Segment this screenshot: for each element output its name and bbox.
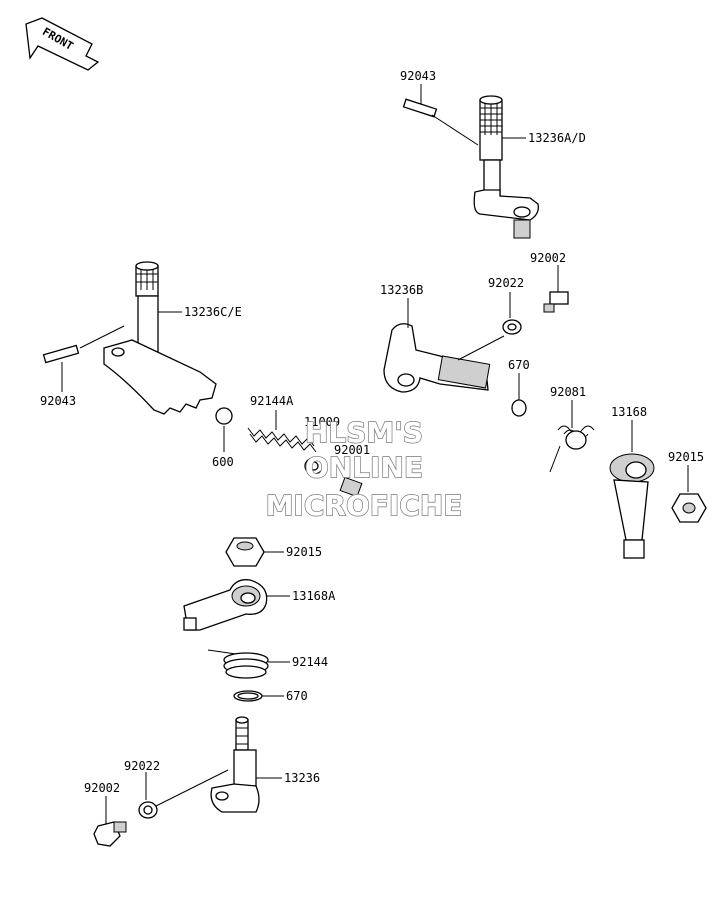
label-13236CE: 13236C/E	[184, 305, 242, 319]
label-600: 600	[212, 455, 234, 469]
label-92015-right: 92015	[668, 450, 704, 464]
label-92144A: 92144A	[250, 394, 294, 408]
part-13236-shaft[interactable]	[210, 716, 260, 813]
label-13168A: 13168A	[292, 589, 336, 603]
part-92015-nut-mid[interactable]	[225, 537, 265, 567]
label-13236AD: 13236A/D	[528, 131, 586, 145]
part-92144-spring[interactable]	[207, 649, 269, 679]
part-92002-bolt-bottom[interactable]	[93, 821, 127, 847]
part-670-oring-top[interactable]	[511, 399, 527, 417]
part-92043-pin-top[interactable]	[402, 98, 438, 118]
label-11009: 11009	[304, 415, 340, 429]
label-670-top: 670	[508, 358, 530, 372]
part-600-ball[interactable]	[215, 407, 233, 425]
label-13236: 13236	[284, 771, 320, 785]
label-92144: 92144	[292, 655, 328, 669]
part-13168-arm[interactable]	[609, 453, 655, 559]
part-92144A-spring[interactable]	[247, 427, 317, 453]
label-92081: 92081	[550, 385, 586, 399]
part-92001-bolt[interactable]	[339, 476, 363, 498]
label-92043-left: 92043	[40, 394, 76, 408]
label-92001: 92001	[334, 443, 370, 457]
part-13168A-arm[interactable]	[183, 579, 268, 631]
part-13236AD-shaft[interactable]	[473, 95, 539, 239]
part-92043-pin-left[interactable]	[42, 344, 80, 364]
label-670-bottom: 670	[286, 689, 308, 703]
label-92022-bottom: 92022	[124, 759, 160, 773]
front-arrow-icon: FRONT	[25, 17, 100, 71]
part-11009-gasket[interactable]	[304, 457, 324, 475]
part-92081-spring[interactable]	[549, 425, 595, 473]
label-13168: 13168	[611, 405, 647, 419]
watermark-line-2: ONLINE	[305, 451, 423, 484]
label-92002-bottom: 92002	[84, 781, 120, 795]
label-13236B: 13236B	[380, 283, 423, 297]
label-92015-mid: 92015	[286, 545, 322, 559]
label-92002-top: 92002	[530, 251, 566, 265]
part-13236B-arm[interactable]	[383, 323, 491, 393]
part-670-oring-bottom[interactable]	[233, 690, 263, 702]
part-92015-nut-right[interactable]	[671, 493, 707, 523]
watermark-line-3: MICROFICHE	[266, 489, 463, 522]
label-92022-top: 92022	[488, 276, 524, 290]
label-92043-top: 92043	[400, 69, 436, 83]
part-92022-washer-bottom[interactable]	[138, 801, 158, 819]
part-92002-bolt-top[interactable]	[543, 291, 569, 313]
part-92022-washer-top[interactable]	[502, 319, 522, 335]
part-13236CE-shaft[interactable]	[103, 261, 217, 415]
watermark-line-1: HLSM'S	[305, 416, 423, 449]
